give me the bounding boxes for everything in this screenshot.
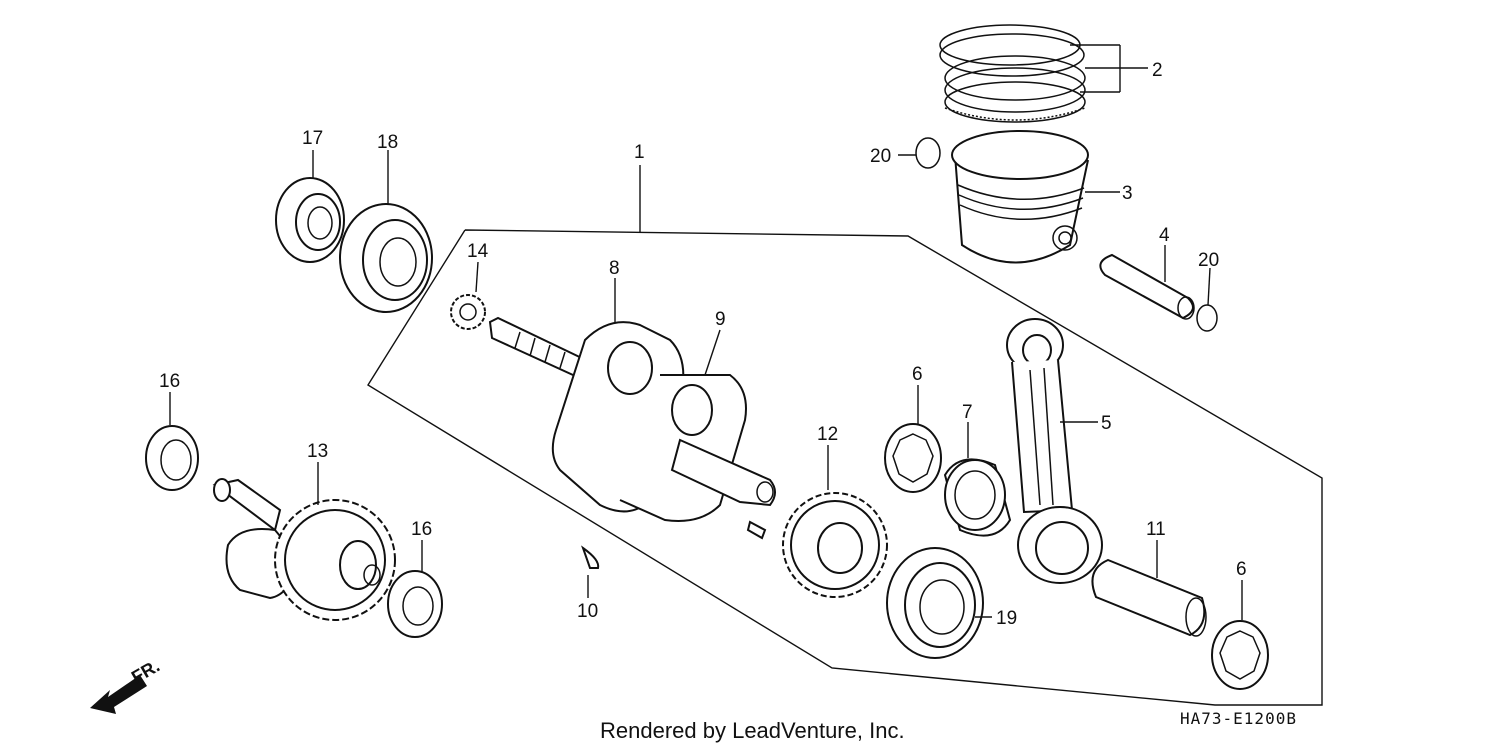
callout-5: 5 [1101,413,1112,434]
bearing-18[interactable] [339,203,433,313]
callout-6-upper: 6 [912,364,923,385]
crankshaft-bearing-right[interactable] [886,547,984,659]
piston-pin-clip-lower[interactable] [1196,304,1218,332]
callout-2: 2 [1152,60,1163,81]
callout-20-lower: 20 [1198,250,1219,271]
callout-14: 14 [467,241,489,262]
callout-9: 9 [715,309,726,330]
balancer-shaft[interactable] [212,478,396,621]
callout-12: 12 [817,424,838,445]
crankshaft[interactable] [488,316,776,522]
crankshaft-assembly-outline [367,229,1323,706]
callout-1: 1 [634,142,645,163]
front-direction-arrow-icon [90,675,147,714]
thrust-washer-lower[interactable] [1211,620,1269,690]
crank-pin-key[interactable] [746,520,767,540]
timing-gear[interactable] [450,294,486,330]
callout-4: 4 [1159,225,1170,246]
callout-13: 13 [307,441,328,462]
balancer-bearing-left[interactable] [145,425,199,491]
connecting-rod[interactable] [1006,318,1103,584]
callout-11: 11 [1146,519,1166,540]
callout-6-lower: 6 [1236,559,1247,580]
piston[interactable] [951,130,1089,264]
callout-16-right: 16 [411,519,432,540]
callout-8: 8 [609,258,620,279]
callout-17: 17 [302,128,323,149]
callout-20-upper: 20 [870,146,891,167]
callout-16-left: 16 [159,371,180,392]
piston-pin[interactable] [1099,253,1195,320]
callout-10: 10 [577,601,598,622]
callout-19: 19 [996,608,1017,629]
bearing-17[interactable] [275,177,345,263]
render-credit: Rendered by LeadVenture, Inc. [600,718,905,743]
callout-7: 7 [962,402,973,423]
callout-3: 3 [1122,183,1133,204]
crank-pin[interactable] [1091,558,1207,637]
piston-pin-clip-upper[interactable] [915,137,941,169]
diagram-code: HA73-E1200B [1180,709,1297,728]
needle-bearing[interactable] [943,458,1012,537]
woodruff-key[interactable] [581,545,600,569]
primary-drive-gear[interactable] [782,492,888,598]
balancer-bearing-right[interactable] [387,570,443,638]
piston-rings[interactable] [939,24,1086,123]
callout-18: 18 [377,132,398,153]
thrust-washer-upper[interactable] [884,423,942,493]
